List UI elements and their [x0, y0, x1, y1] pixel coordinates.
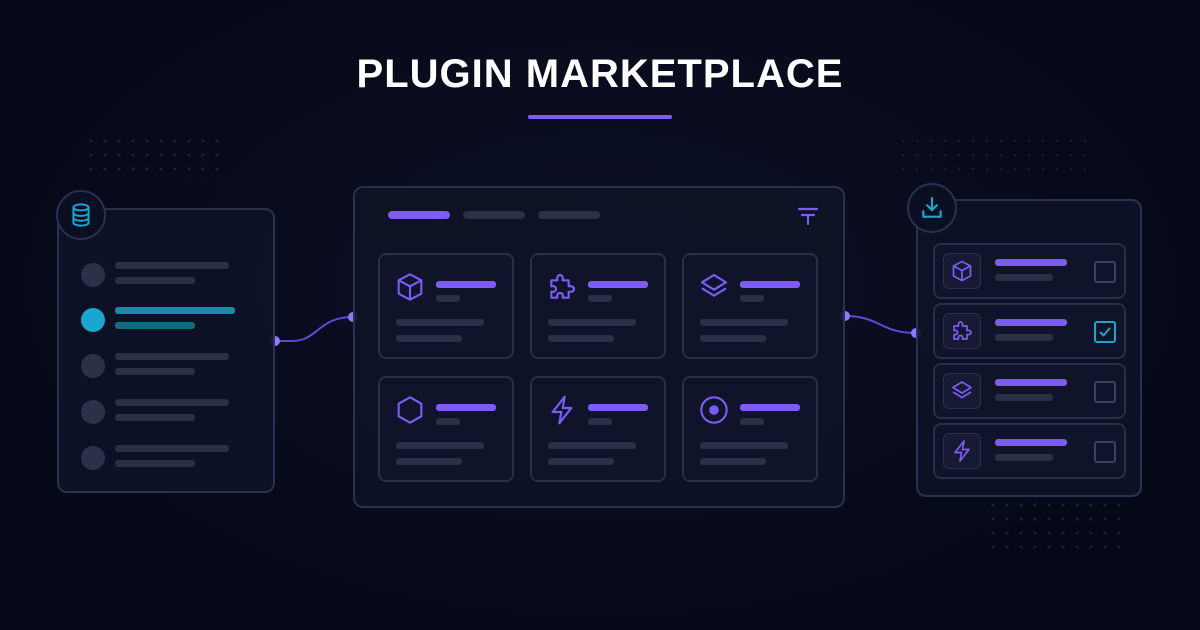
row-title-placeholder	[995, 259, 1067, 266]
list-item-subtitle-placeholder	[115, 460, 195, 467]
title-underline	[528, 115, 672, 119]
list-item-avatar	[81, 446, 105, 470]
dot-grid-decoration	[896, 134, 1086, 182]
row-subtitle-placeholder	[995, 394, 1053, 401]
card-text-placeholder	[548, 458, 614, 465]
puzzle-icon	[550, 273, 576, 299]
plugin-card[interactable]	[378, 253, 514, 359]
cube-icon	[952, 260, 972, 282]
card-text-placeholder	[700, 319, 788, 326]
row-title-placeholder	[995, 439, 1067, 446]
card-tag-placeholder	[588, 295, 612, 302]
installed-plugin-row[interactable]	[933, 243, 1126, 299]
row-title-placeholder	[995, 319, 1067, 326]
filter-icon[interactable]	[796, 205, 820, 227]
layers-icon	[700, 273, 728, 297]
download-icon	[922, 197, 942, 218]
card-tag-placeholder	[436, 295, 460, 302]
list-item-title-placeholder	[115, 307, 235, 314]
database-icon	[72, 203, 90, 227]
installed-plugin-row[interactable]	[933, 363, 1126, 419]
row-title-placeholder	[995, 379, 1067, 386]
target-icon	[700, 396, 728, 424]
hexagon-icon	[397, 396, 423, 424]
checkmark-icon	[1099, 327, 1111, 337]
list-item-title-placeholder	[115, 353, 229, 360]
card-title-placeholder	[740, 281, 800, 288]
card-text-placeholder	[700, 458, 766, 465]
tab-active[interactable]	[388, 211, 450, 219]
list-item[interactable]	[79, 397, 259, 427]
list-item-avatar	[81, 400, 105, 424]
list-item-avatar	[81, 354, 105, 378]
installed-plugin-row[interactable]	[933, 303, 1126, 359]
dot-grid-decoration	[84, 134, 224, 182]
plugin-card[interactable]	[378, 376, 514, 482]
card-tag-placeholder	[740, 295, 764, 302]
install-checkbox[interactable]	[1094, 381, 1116, 403]
card-title-placeholder	[588, 281, 648, 288]
card-text-placeholder	[548, 442, 636, 449]
card-text-placeholder	[396, 335, 462, 342]
plugin-card[interactable]	[530, 253, 666, 359]
dot-grid-decoration	[986, 498, 1126, 558]
list-item-subtitle-placeholder	[115, 368, 195, 375]
card-tag-placeholder	[588, 418, 612, 425]
layers-icon	[952, 381, 972, 399]
list-item[interactable]	[79, 351, 259, 381]
lightning-icon	[954, 440, 970, 462]
card-title-placeholder	[588, 404, 648, 411]
database-badge	[56, 190, 106, 240]
category-list-panel	[57, 208, 275, 493]
list-item-selected[interactable]	[79, 305, 259, 335]
lightning-icon	[551, 395, 573, 425]
card-text-placeholder	[396, 458, 462, 465]
row-subtitle-placeholder	[995, 334, 1053, 341]
list-item-title-placeholder	[115, 445, 229, 452]
list-item-subtitle-placeholder	[115, 277, 195, 284]
list-item-title-placeholder	[115, 262, 229, 269]
card-title-placeholder	[436, 404, 496, 411]
card-text-placeholder	[396, 442, 484, 449]
plugin-card[interactable]	[530, 376, 666, 482]
card-text-placeholder	[700, 442, 788, 449]
card-tag-placeholder	[740, 418, 764, 425]
row-subtitle-placeholder	[995, 454, 1053, 461]
plugin-card[interactable]	[682, 376, 818, 482]
list-item[interactable]	[79, 443, 259, 473]
plugin-card[interactable]	[682, 253, 818, 359]
tab[interactable]	[463, 211, 525, 219]
card-text-placeholder	[396, 319, 484, 326]
install-checkbox[interactable]	[1094, 441, 1116, 463]
list-item-avatar	[81, 263, 105, 287]
list-item-subtitle-placeholder	[115, 414, 195, 421]
tab[interactable]	[538, 211, 600, 219]
installed-plugin-row[interactable]	[933, 423, 1126, 479]
card-tag-placeholder	[436, 418, 460, 425]
page-title: PLUGIN MARKETPLACE	[356, 52, 844, 96]
list-item[interactable]	[79, 260, 259, 290]
install-checkbox-checked[interactable]	[1094, 321, 1116, 343]
cube-icon	[397, 273, 423, 301]
list-item-title-placeholder	[115, 399, 229, 406]
card-title-placeholder	[436, 281, 496, 288]
install-checkbox[interactable]	[1094, 261, 1116, 283]
row-subtitle-placeholder	[995, 274, 1053, 281]
download-badge	[907, 183, 957, 233]
puzzle-icon	[953, 321, 972, 340]
list-item-subtitle-placeholder	[115, 322, 195, 329]
card-text-placeholder	[548, 335, 614, 342]
card-title-placeholder	[740, 404, 800, 411]
card-text-placeholder	[548, 319, 636, 326]
list-item-avatar	[81, 308, 105, 332]
card-text-placeholder	[700, 335, 766, 342]
